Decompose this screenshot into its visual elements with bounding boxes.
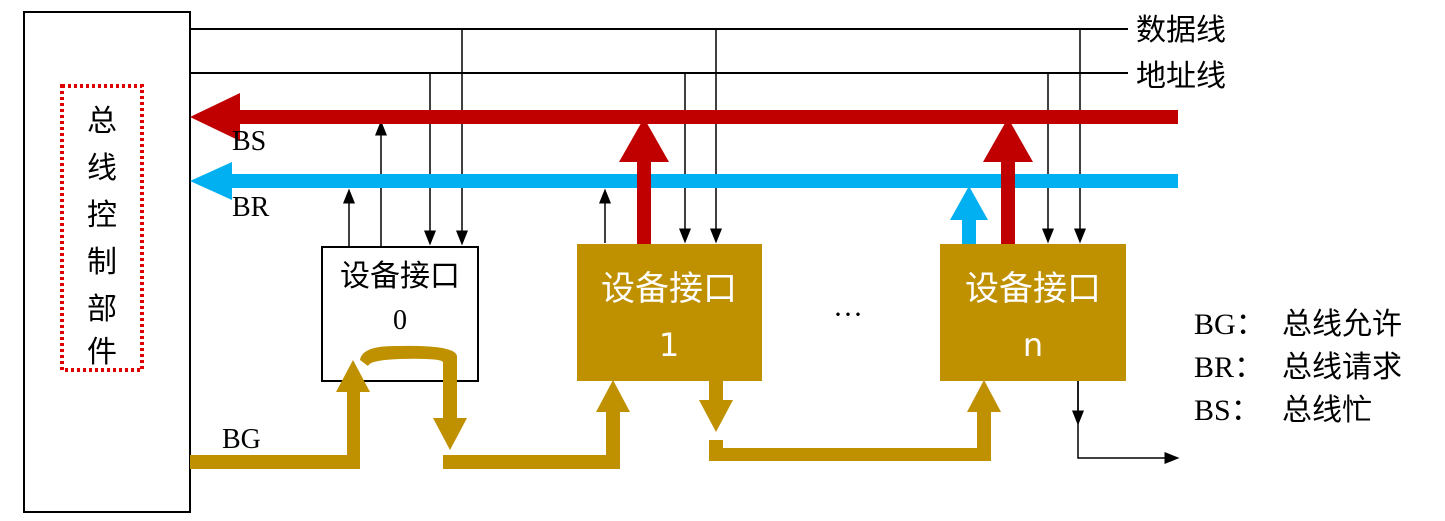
bg-devn-entry-shaft xyxy=(977,405,991,461)
controller-char-1: 总 xyxy=(87,104,117,139)
device-1-title: 设备接口 xyxy=(601,269,737,309)
device-n-index: n xyxy=(1023,326,1043,364)
controller-char-6: 件 xyxy=(87,335,117,370)
bg-dev1-entry-arrowhead xyxy=(596,380,630,412)
controller-char-4: 制 xyxy=(87,245,117,280)
bg-line-label: BG xyxy=(222,424,261,455)
controller-char-3: 控 xyxy=(87,198,117,233)
legend-br-text: 总线请求 xyxy=(1282,350,1402,385)
br-line-label: BR xyxy=(232,192,270,223)
bg-segment-dev1-to-devn xyxy=(709,448,991,461)
br-line-arrowhead xyxy=(190,162,232,200)
bs-line-arrowhead xyxy=(190,93,240,141)
address-line-label: 地址线 xyxy=(1136,59,1226,94)
device-0-index: 0 xyxy=(393,305,407,336)
legend-bg-text: 总线允许 xyxy=(1282,307,1402,342)
devn-bg-output-arrow xyxy=(1077,381,1180,464)
data-line-label: 数据线 xyxy=(1136,13,1226,48)
bg-dev0-entry-arrowhead xyxy=(336,360,370,392)
devn-bs-thick-arrow-shaft xyxy=(1001,150,1015,244)
bg-segment-controller-to-dev0 xyxy=(190,455,360,469)
legend-bg-key: BG： xyxy=(1194,308,1266,341)
bs-line-label: BS xyxy=(232,126,266,157)
bg-dev0-exit-arrowhead xyxy=(433,418,467,450)
controller-char-5: 部 xyxy=(87,292,117,327)
bus-controller-label-frame xyxy=(60,84,144,372)
devices-ellipsis: ··· xyxy=(833,298,863,331)
bg-daisy-chain xyxy=(190,345,1001,469)
legend-br-key: BR： xyxy=(1194,351,1264,384)
device-0-title: 设备接口 xyxy=(340,259,460,294)
bg-dev0-internal-loop xyxy=(360,345,457,405)
bg-segment-dev0-to-dev1 xyxy=(443,455,606,469)
devn-bs-thick-arrowhead xyxy=(983,118,1033,162)
br-line xyxy=(228,174,1178,188)
device-interface-1-box xyxy=(577,244,762,381)
controller-char-2: 线 xyxy=(87,151,117,186)
devn-br-thick-arrowhead xyxy=(950,186,988,220)
dev1-bs-thick-arrow-shaft xyxy=(637,150,651,244)
dev1-bs-thick-arrowhead xyxy=(619,118,669,162)
bus-controller-box xyxy=(23,11,191,513)
bg-dev1-entry-shaft xyxy=(606,405,620,469)
device-n-title: 设备接口 xyxy=(965,269,1101,309)
device-interface-n-box xyxy=(940,244,1126,381)
legend-bs-text: 总线忙 xyxy=(1282,393,1372,428)
bg-dev0-entry-shaft xyxy=(347,385,360,469)
bg-dev1-exit-arrowhead xyxy=(699,400,733,432)
device-1-index: 1 xyxy=(659,326,679,364)
bg-devn-entry-arrowhead xyxy=(967,380,1001,412)
legend-bs-key: BS： xyxy=(1194,394,1261,427)
bs-line xyxy=(232,110,1178,124)
